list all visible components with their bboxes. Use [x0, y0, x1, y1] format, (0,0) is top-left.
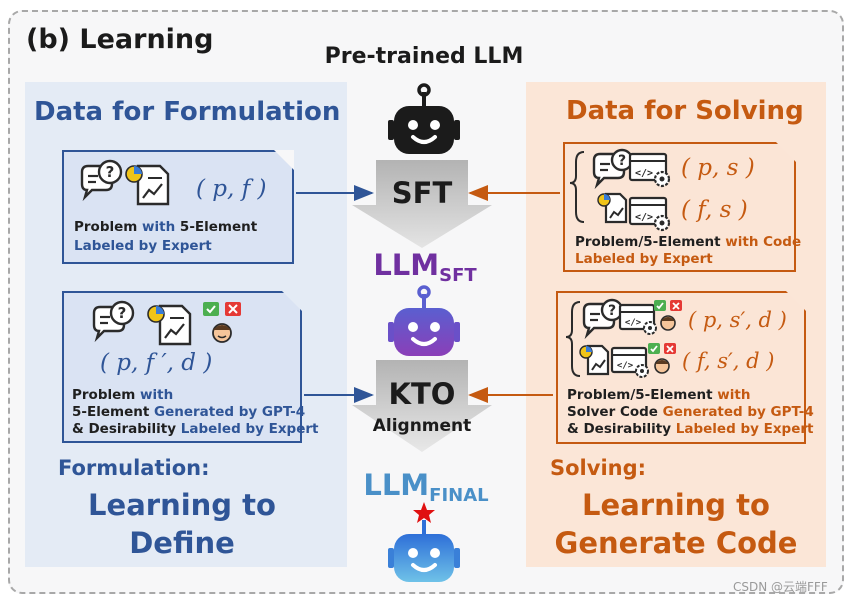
solving-sft-chart-document-icon [597, 192, 628, 224]
formulation-sft-desc-line2: Labeled by Expert [74, 238, 212, 254]
svg-text:</>: </> [635, 212, 653, 223]
kto-process-arrow [352, 360, 492, 452]
sft-robot-icon [388, 285, 460, 356]
kto-label: KTO [388, 377, 456, 411]
formulation-sft-chart-document-icon [125, 164, 170, 206]
formulation-kto-chart-document-icon [147, 304, 192, 346]
formulation-sft-speech-question-icon: ? [80, 159, 123, 202]
solving-kto-desc-line2: Solver Code Generated by GPT-4 [567, 404, 814, 420]
svg-text:?: ? [118, 304, 127, 322]
svg-text:?: ? [608, 303, 616, 319]
solving-caption: Learning to Generate Code [548, 486, 804, 562]
solving-kto-brace [565, 301, 581, 377]
alignment-label: Alignment [372, 416, 472, 436]
pretrained-robot-icon [388, 83, 460, 154]
formulation-kto-desc-line1: Problem with [72, 387, 174, 403]
solving-kto-desc-line1: Problem/5-Element with [567, 387, 751, 403]
solving-data-header: Data for Solving [566, 96, 804, 126]
solving-kto-desc-line3: & Desirability Labeled by Expert [567, 421, 814, 437]
card-fold-corners [274, 142, 806, 311]
solving-sft-tuple-2: ( f, s ) [681, 197, 748, 223]
formulation-kto-desc-line2: 5-Element Generated by GPT-4 [72, 404, 306, 420]
llm-final-label: LLMFINAL [352, 468, 500, 506]
svg-text:</>: </> [617, 361, 634, 371]
formulation-sft-desc-line1: Problem with 5-Element [74, 219, 258, 235]
red-star-icon [413, 502, 435, 523]
formulation-kto-tuple: ( p, f ′, d ) [100, 350, 213, 376]
sft-label: SFT [391, 176, 453, 210]
formulation-heading: Formulation: [58, 456, 210, 480]
figure-title: (b) Learning [26, 24, 214, 55]
formulation-data-header: Data for Formulation [34, 97, 341, 127]
solving-sft-brace [569, 151, 585, 223]
solving-sft-desc-line2: Labeled by Expert [575, 251, 713, 267]
formulation-kto-feedback-face-icon [203, 302, 241, 343]
solving-sft-code-gear-icon: </> [628, 152, 671, 188]
llm-sft-main: LLM [373, 248, 440, 282]
solving-kto-tuple-2: ( f, s′, d ) [682, 349, 775, 373]
solving-sft-speech-question-icon: ? [592, 148, 634, 190]
solving-kto-feedback-face-icon [654, 300, 682, 331]
pretrained-llm-label: Pre-trained LLM [324, 44, 524, 69]
formulation-kto-speech-question-icon: ? [92, 300, 135, 343]
formulation-kto-desc-line3: & Desirability Labeled by Expert [72, 421, 319, 437]
formulation-caption-line2: Define [129, 526, 235, 560]
sft-process-arrow [352, 160, 492, 248]
llm-sft-sub: SFT [439, 265, 477, 286]
solving-kto-code-gear-icon-2: </> [610, 346, 649, 378]
solving-heading: Solving: [550, 456, 647, 480]
svg-text:</>: </> [625, 318, 642, 328]
solving-kto-chart-document-icon [579, 344, 610, 376]
watermark: CSDN @云端FFF [733, 580, 828, 594]
solving-sft-desc-line1: Problem/5-Element with Code [575, 234, 802, 250]
formulation-caption: Learning to Define [64, 486, 300, 562]
solving-caption-line2: Generate Code [554, 526, 798, 560]
solving-kto-feedback-face-icon-2 [648, 343, 676, 374]
svg-text:?: ? [106, 163, 115, 181]
svg-text:?: ? [618, 153, 626, 169]
final-robot-icon [388, 520, 460, 582]
solving-sft-tuple-1: ( p, s ) [681, 155, 755, 181]
llm-sft-label: LLMSFT [360, 248, 490, 286]
solving-kto-speech-question-icon: ? [582, 298, 624, 340]
llm-final-main: LLM [363, 468, 430, 502]
formulation-caption-line1: Learning to [88, 488, 276, 522]
solving-caption-line1: Learning to [582, 488, 770, 522]
svg-text:</>: </> [635, 168, 653, 179]
llm-final-sub: FINAL [429, 485, 489, 506]
solving-sft-code-gear-icon-2: </> [628, 196, 671, 232]
formulation-sft-tuple: ( p, f ) [196, 176, 267, 202]
solving-kto-tuple-1: ( p, s′, d ) [688, 308, 787, 332]
solving-kto-code-gear-icon: </> [618, 303, 657, 335]
